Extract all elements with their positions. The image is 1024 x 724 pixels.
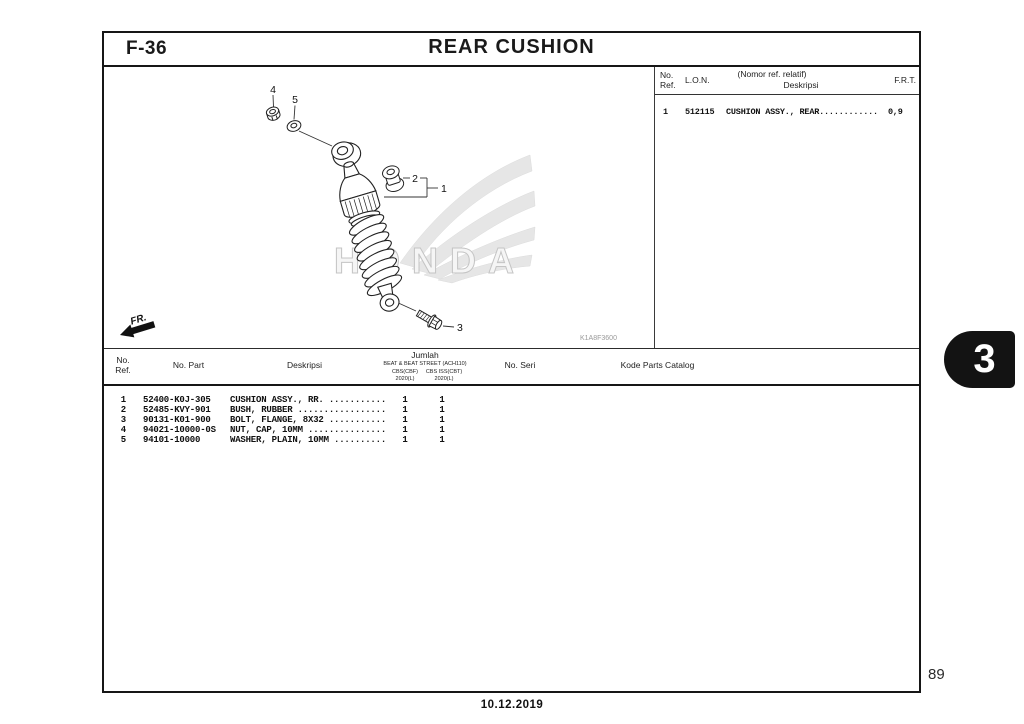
table-top-divider xyxy=(104,348,919,350)
ref-col-no-1: No. xyxy=(660,70,674,80)
row-qty1: 1 xyxy=(402,425,408,435)
header-divider xyxy=(104,65,919,68)
pt-col-year-right: 2020(L) xyxy=(434,376,454,382)
row-qty2: 1 xyxy=(439,395,445,405)
pt-col-model: BEAT & BEAT STREET (ACH110) xyxy=(383,361,467,367)
diagram-code: K1A8F3600 xyxy=(580,335,617,342)
washer-part-drawing xyxy=(286,120,302,132)
section-index-tab[interactable]: 3 xyxy=(944,331,1015,388)
table-row: 1 52400-K0J-305 CUSHION ASSY., RR. .....… xyxy=(0,395,1024,405)
table-row: 4 94021-10000-0S NUT, CAP, 10MM ........… xyxy=(0,425,1024,435)
ref-col-relatif: (Nomor ref. relatif) xyxy=(737,69,807,79)
row-qty2: 1 xyxy=(439,405,445,415)
section-code: F-36 xyxy=(126,38,168,59)
row-part: 94101-10000 xyxy=(143,435,201,445)
pt-col-no-1: No. xyxy=(116,355,130,365)
bolt-part-drawing xyxy=(415,309,443,330)
row-qty1: 1 xyxy=(402,415,408,425)
row-qty2: 1 xyxy=(439,425,445,435)
page-frame xyxy=(102,31,921,693)
panel-divider xyxy=(654,67,656,348)
row-part: 52400-K0J-305 xyxy=(143,395,211,405)
row-no: 3 xyxy=(120,415,126,425)
row-qty2: 1 xyxy=(439,415,445,425)
row-qty1: 1 xyxy=(402,395,408,405)
ref-col-lon: L.O.N. xyxy=(685,75,710,85)
row-part: 94021-10000-0S xyxy=(143,425,216,435)
row-no: 5 xyxy=(120,435,126,445)
table-row: 2 52485-KVY-901 BUSH, RUBBER ...........… xyxy=(0,405,1024,415)
section-tab-number: 3 xyxy=(973,337,996,381)
pt-col-jumlah: Jumlah xyxy=(411,350,439,360)
nut-part-drawing xyxy=(265,106,281,121)
table-row: 5 94101-10000 WASHER, PLAIN, 10MM ......… xyxy=(0,435,1024,445)
row-qty2: 1 xyxy=(439,435,445,445)
row-no: 2 xyxy=(120,405,126,415)
ref-col-deskripsi: Deskripsi xyxy=(783,80,819,90)
callout-2: 2 xyxy=(412,173,418,185)
pt-col-variant-left: CBS(CBF) xyxy=(392,369,418,375)
ref-col-frt: F.R.T. xyxy=(894,75,916,85)
ref-header-underline xyxy=(655,94,919,96)
ref-row-frt: 0,9 xyxy=(888,107,903,117)
ref-row-no: 1 xyxy=(663,107,668,117)
callout-1: 1 xyxy=(441,183,447,195)
fr-direction-arrow: FR. xyxy=(120,312,156,338)
row-no: 4 xyxy=(120,425,126,435)
pt-col-part: No. Part xyxy=(172,360,205,370)
page-number: 89 xyxy=(928,666,945,683)
row-desc: NUT, CAP, 10MM ............... xyxy=(230,425,387,435)
pt-col-no-2: Ref. xyxy=(115,365,131,375)
page-title: REAR CUSHION xyxy=(428,36,595,58)
footer-date: 10.12.2019 xyxy=(480,699,544,711)
ref-row-deskripsi: CUSHION ASSY., REAR............ xyxy=(726,107,878,117)
row-desc: WASHER, PLAIN, 10MM .......... xyxy=(230,435,387,445)
pt-col-variant-right: CBS ISS(CBT) xyxy=(425,369,463,375)
row-qty1: 1 xyxy=(402,405,408,415)
pt-col-kode: Kode Parts Catalog xyxy=(620,360,695,370)
shock-absorber-drawing xyxy=(331,141,403,312)
ref-row-lon: 512115 xyxy=(685,107,715,117)
pt-col-deskripsi: Deskripsi xyxy=(287,360,322,370)
row-desc: BUSH, RUBBER ................. xyxy=(230,405,387,415)
row-part: 52485-KVY-901 xyxy=(143,405,211,415)
fr-label: FR. xyxy=(129,312,148,327)
table-row: 3 90131-K01-900 BOLT, FLANGE, 8X32 .....… xyxy=(0,415,1024,425)
row-desc: BOLT, FLANGE, 8X32 ........... xyxy=(230,415,387,425)
row-part: 90131-K01-900 xyxy=(143,415,211,425)
callout-4: 4 xyxy=(270,84,276,96)
row-no: 1 xyxy=(120,395,126,405)
ref-col-no-2: Ref. xyxy=(660,80,676,90)
exploded-diagram: HONDA xyxy=(120,84,617,342)
callout-3: 3 xyxy=(457,322,463,334)
bush-part-drawing xyxy=(382,165,405,192)
row-desc: CUSHION ASSY., RR. ........... xyxy=(230,395,387,405)
table-header-divider xyxy=(104,384,919,386)
row-qty1: 1 xyxy=(402,435,408,445)
pt-col-year-left: 2020(L) xyxy=(395,376,415,382)
honda-wing-watermark xyxy=(399,154,536,284)
callout-5: 5 xyxy=(292,94,298,106)
callout-leader-lines xyxy=(272,94,455,328)
pt-col-seri: No. Seri xyxy=(504,360,536,370)
